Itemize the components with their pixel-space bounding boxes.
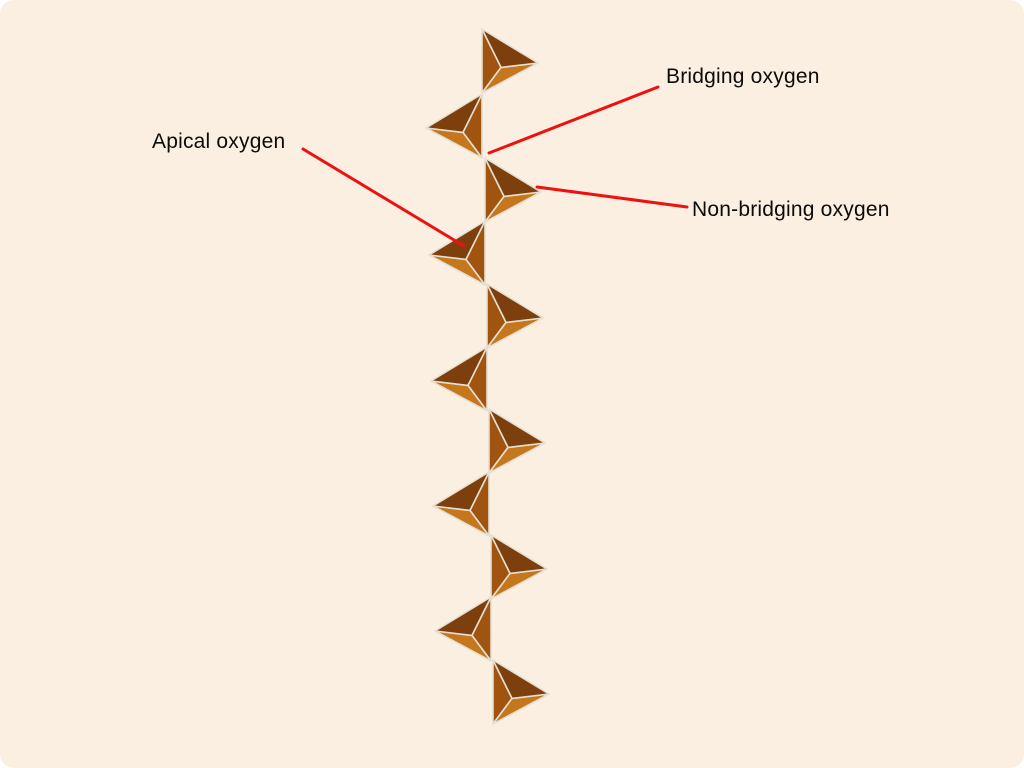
tetrahedron-face — [492, 659, 550, 700]
apical-oxygen-label: Apical oxygen — [152, 130, 286, 153]
tetrahedron-left — [434, 596, 492, 662]
tetrahedron-face — [484, 157, 542, 198]
bridging-oxygen-label: Bridging oxygen — [666, 65, 820, 88]
tetrahedron-right — [481, 28, 539, 94]
tetrahedron-face — [486, 283, 544, 324]
tetrahedron-left — [432, 471, 490, 537]
tetrahedron-face — [432, 471, 490, 512]
tetrahedron-face — [490, 534, 548, 575]
tetrahedron-face — [430, 346, 488, 387]
tetrahedron-right — [484, 157, 542, 223]
bridging-oxygen-pointer-line — [487, 85, 660, 155]
tetrahedron-face — [481, 28, 539, 69]
tetrahedron-right — [488, 408, 546, 474]
tetrahedron-face — [488, 408, 546, 449]
tetrahedron-right — [492, 659, 550, 725]
non-bridging-oxygen-label: Non-bridging oxygen — [692, 198, 890, 221]
tetrahedron-left — [425, 93, 483, 159]
tetrahedron-left — [430, 346, 488, 412]
tetrahedron-left — [428, 220, 486, 286]
tetrahedron-right — [490, 534, 548, 600]
tetrahedron-right — [486, 283, 544, 349]
non-bridging-oxygen-pointer-line — [535, 185, 689, 209]
apical-oxygen-pointer-line — [301, 147, 466, 248]
tetrahedron-face — [434, 596, 492, 637]
tetrahedron-face — [425, 93, 483, 134]
